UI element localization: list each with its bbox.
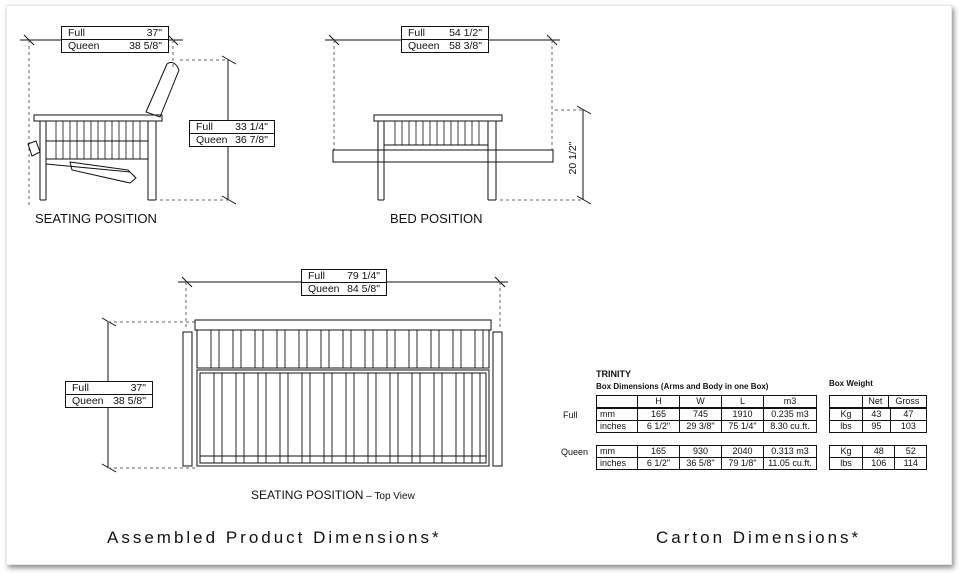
gross-cell: 52 bbox=[894, 445, 927, 458]
unit-cell: mm bbox=[596, 445, 638, 458]
box-dims-header: H W L m3 bbox=[596, 395, 817, 408]
col-w: W bbox=[679, 395, 722, 408]
col-h: H bbox=[637, 395, 680, 408]
bed-height-dim: 20 1/2" bbox=[567, 141, 579, 175]
carton-dimensions-heading: Carton Dimensions* bbox=[656, 528, 862, 547]
table-row: lbs 106 114 bbox=[829, 457, 927, 470]
size-label-full: Full bbox=[563, 410, 578, 420]
col-m3: m3 bbox=[763, 395, 817, 408]
l-cell: 79 1/8" bbox=[721, 457, 764, 470]
table-row: mm 165 930 2040 0.313 m3 bbox=[596, 445, 817, 458]
top-depth-dim: Full 37" Queen 38 5/8" bbox=[65, 381, 153, 408]
top-view-caption-sub: – Top View bbox=[363, 491, 415, 502]
net-cell: 48 bbox=[861, 445, 896, 458]
bed-width-dim: Full 54 1/2" Queen 58 3/8" bbox=[401, 26, 489, 53]
size-label-queen: Queen bbox=[561, 447, 589, 457]
l-cell: 2040 bbox=[721, 445, 764, 458]
top-view-caption: SEATING POSITION – Top View bbox=[251, 488, 415, 502]
gross-cell: 114 bbox=[894, 457, 927, 470]
box-dimensions-title: Box Dimensions (Arms and Body in one Box… bbox=[596, 382, 769, 391]
top-width-dim: Full 79 1/4" Queen 84 5/8" bbox=[301, 269, 387, 296]
header-spacer bbox=[596, 395, 638, 408]
top-view-caption-main: SEATING POSITION bbox=[251, 488, 364, 502]
unit-cell: mm bbox=[596, 408, 638, 421]
dim-value: 36 7/8" bbox=[235, 134, 268, 146]
table-row: inches 6 1/2" 36 5/8" 79 1/8" 11.05 cu.f… bbox=[596, 457, 817, 470]
dim-label: Queen bbox=[72, 395, 104, 407]
l-cell: 1910 bbox=[721, 408, 764, 421]
dim-value: 84 5/8" bbox=[347, 283, 380, 295]
bed-side-view bbox=[325, 34, 592, 205]
dim-label: Full bbox=[72, 382, 89, 394]
m3-cell: 0.313 m3 bbox=[763, 445, 817, 458]
unit-cell: Kg bbox=[829, 445, 863, 458]
m3-cell: 11.05 cu.ft. bbox=[763, 457, 817, 470]
dim-label: Queen bbox=[68, 40, 100, 52]
h-cell: 165 bbox=[637, 408, 680, 421]
dim-value: 37" bbox=[146, 27, 162, 39]
header-spacer bbox=[829, 395, 863, 408]
dim-label: Full bbox=[408, 27, 425, 39]
col-net: Net bbox=[862, 395, 889, 408]
carton-product-name: TRINITY bbox=[596, 369, 631, 379]
h-cell: 6 1/2" bbox=[637, 420, 680, 433]
assembled-dimensions-heading: Assembled Product Dimensions* bbox=[107, 528, 442, 547]
full-weight-table: Kg 43 47 lbs 95 103 bbox=[829, 408, 928, 433]
unit-cell: lbs bbox=[829, 420, 863, 433]
dim-value: 79 1/4" bbox=[347, 270, 380, 282]
table-row: mm 165 745 1910 0.235 m3 bbox=[596, 408, 817, 421]
net-cell: 43 bbox=[862, 408, 891, 421]
gross-cell: 47 bbox=[889, 408, 928, 421]
unit-cell: inches bbox=[596, 420, 638, 433]
bed-position-caption: BED POSITION bbox=[390, 211, 483, 226]
full-dims-table: mm 165 745 1910 0.235 m3 inches 6 1/2" 2… bbox=[596, 408, 817, 433]
col-l: L bbox=[721, 395, 764, 408]
page-frame bbox=[6, 5, 952, 565]
top-view bbox=[101, 276, 508, 473]
dim-label: Queen bbox=[408, 40, 440, 52]
dim-label: Full bbox=[308, 270, 325, 282]
seating-height-dim: Full 33 1/4" Queen 36 7/8" bbox=[189, 120, 275, 147]
unit-cell: inches bbox=[596, 457, 638, 470]
unit-cell: Kg bbox=[829, 408, 863, 421]
m3-cell: 8.30 cu.ft. bbox=[763, 420, 817, 433]
dim-value: 33 1/4" bbox=[235, 121, 268, 133]
m3-cell: 0.235 m3 bbox=[763, 408, 817, 421]
l-cell: 75 1/4" bbox=[721, 420, 764, 433]
dim-value: 38 5/8" bbox=[129, 40, 162, 52]
dim-label: Full bbox=[68, 27, 85, 39]
table-row: lbs 95 103 bbox=[829, 420, 928, 433]
gross-cell: 103 bbox=[889, 420, 928, 433]
dim-value: 38 5/8" bbox=[113, 395, 146, 407]
unit-cell: lbs bbox=[829, 457, 863, 470]
net-cell: 95 bbox=[862, 420, 891, 433]
w-cell: 745 bbox=[679, 408, 722, 421]
seating-position-caption: SEATING POSITION bbox=[35, 211, 157, 226]
table-row: inches 6 1/2" 29 3/8" 75 1/4" 8.30 cu.ft… bbox=[596, 420, 817, 433]
table-row: Kg 43 47 bbox=[829, 408, 928, 421]
queen-weight-table: Kg 48 52 lbs 106 114 bbox=[829, 445, 927, 470]
dim-value: 58 3/8" bbox=[449, 40, 482, 52]
dim-value: 54 1/2" bbox=[449, 27, 482, 39]
dim-value: 37" bbox=[130, 382, 146, 394]
queen-dims-table: mm 165 930 2040 0.313 m3 inches 6 1/2" 3… bbox=[596, 445, 817, 470]
w-cell: 36 5/8" bbox=[679, 457, 722, 470]
w-cell: 930 bbox=[679, 445, 722, 458]
seating-width-dim: Full 37" Queen 38 5/8" bbox=[61, 26, 169, 53]
h-cell: 6 1/2" bbox=[637, 457, 680, 470]
dim-label: Queen bbox=[308, 283, 340, 295]
net-cell: 106 bbox=[861, 457, 896, 470]
dim-label: Queen bbox=[196, 134, 228, 146]
box-weight-header: Net Gross bbox=[829, 395, 928, 408]
table-row: Kg 48 52 bbox=[829, 445, 927, 458]
box-weight-title: Box Weight bbox=[829, 379, 873, 388]
h-cell: 165 bbox=[637, 445, 680, 458]
w-cell: 29 3/8" bbox=[679, 420, 722, 433]
col-gross: Gross bbox=[887, 395, 928, 408]
dim-label: Full bbox=[196, 121, 213, 133]
